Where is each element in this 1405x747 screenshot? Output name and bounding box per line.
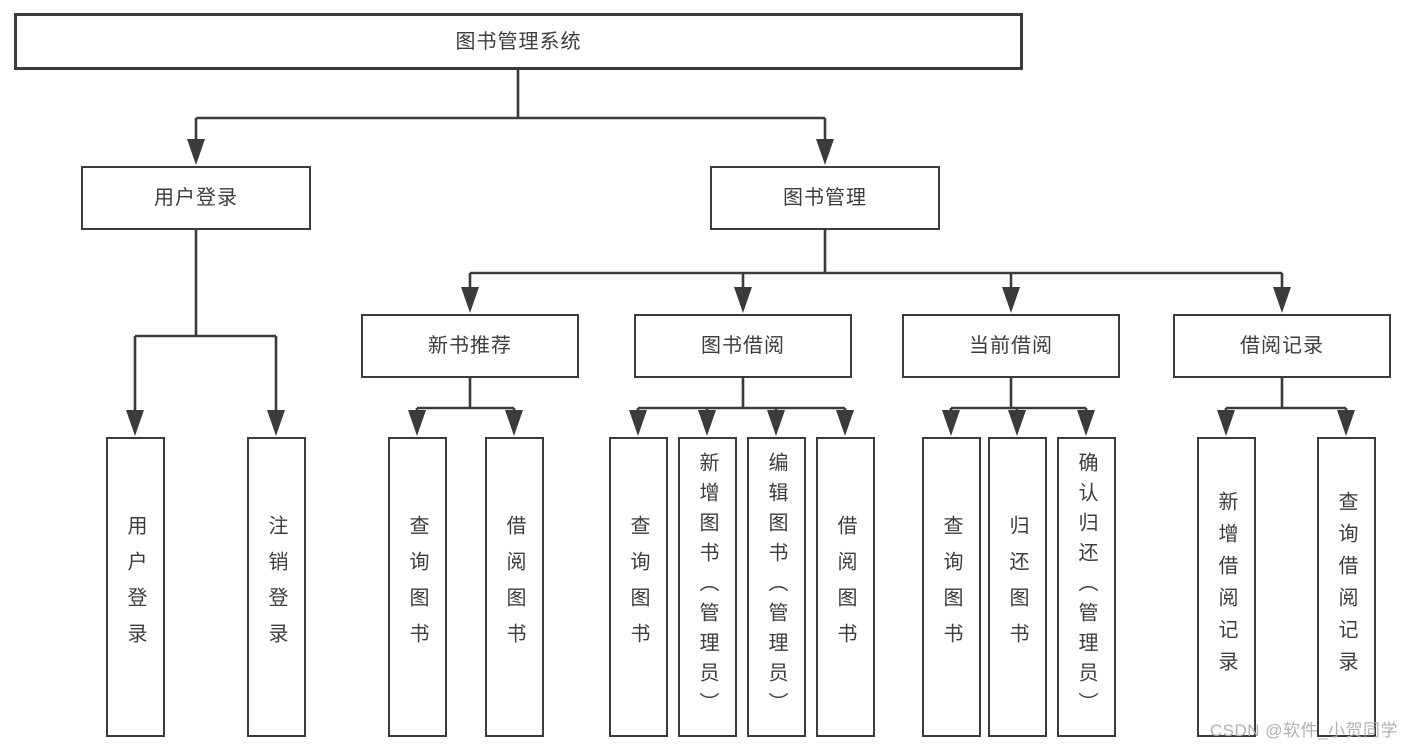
leaf-borrow-books-borrow-label: 借阅图书 bbox=[834, 515, 856, 659]
node-current-borrowing: 当前借阅 bbox=[902, 314, 1120, 378]
leaf-logout: 注销登录 bbox=[246, 437, 306, 737]
leaf-edit-book-admin: 编辑图书（管理员） bbox=[746, 437, 806, 737]
leaf-query-borrow-record-label: 查询借阅记录 bbox=[1335, 491, 1357, 683]
node-current-borrowing-label: 当前借阅 bbox=[969, 335, 1053, 357]
leaf-user-login-label: 用户登录 bbox=[124, 515, 146, 659]
node-library-system-label: 图书管理系统 bbox=[455, 30, 582, 53]
leaf-add-borrow-record: 新增借阅记录 bbox=[1196, 437, 1256, 737]
leaf-user-login: 用户登录 bbox=[105, 437, 165, 737]
node-book-borrowing-label: 图书借阅 bbox=[701, 335, 785, 357]
node-new-book-recommend: 新书推荐 bbox=[361, 314, 579, 378]
node-borrowing-records: 借阅记录 bbox=[1173, 314, 1391, 378]
leaf-query-books-current-label: 查询图书 bbox=[940, 515, 962, 659]
csdn-watermark: CSDN @软件_小贺同学 bbox=[1209, 721, 1398, 740]
node-library-system: 图书管理系统 bbox=[14, 13, 1023, 70]
leaf-query-books-current: 查询图书 bbox=[921, 437, 981, 737]
leaf-borrow-books-recommend: 借阅图书 bbox=[484, 437, 544, 737]
leaf-logout-label: 注销登录 bbox=[265, 515, 287, 659]
leaf-add-borrow-record-label: 新增借阅记录 bbox=[1215, 491, 1237, 683]
node-borrowing-records-label: 借阅记录 bbox=[1240, 335, 1324, 357]
leaf-query-borrow-record: 查询借阅记录 bbox=[1316, 437, 1376, 737]
leaf-confirm-return-admin: 确认归还（管理员） bbox=[1056, 437, 1116, 737]
node-new-book-recommend-label: 新书推荐 bbox=[428, 335, 512, 357]
node-book-management: 图书管理 bbox=[710, 166, 940, 230]
leaf-borrow-books-recommend-label: 借阅图书 bbox=[503, 515, 525, 659]
leaf-borrow-books-borrow: 借阅图书 bbox=[815, 437, 875, 737]
node-user-login-label: 用户登录 bbox=[154, 187, 238, 209]
leaf-query-books-borrow-label: 查询图书 bbox=[627, 515, 649, 659]
leaf-add-book-admin: 新增图书（管理员） bbox=[677, 437, 737, 737]
leaf-edit-book-admin-label: 编辑图书（管理员） bbox=[765, 452, 787, 722]
leaf-query-books-recommend-label: 查询图书 bbox=[406, 515, 428, 659]
leaf-confirm-return-admin-label: 确认归还（管理员） bbox=[1075, 452, 1097, 722]
leaf-return-book-label: 归还图书 bbox=[1006, 515, 1028, 659]
leaf-query-books-borrow: 查询图书 bbox=[608, 437, 668, 737]
leaf-query-books-recommend: 查询图书 bbox=[387, 437, 447, 737]
node-book-borrowing: 图书借阅 bbox=[634, 314, 852, 378]
leaf-return-book: 归还图书 bbox=[987, 437, 1047, 737]
leaf-add-book-admin-label: 新增图书（管理员） bbox=[696, 452, 718, 722]
node-user-login: 用户登录 bbox=[81, 166, 311, 230]
node-book-management-label: 图书管理 bbox=[783, 187, 867, 209]
